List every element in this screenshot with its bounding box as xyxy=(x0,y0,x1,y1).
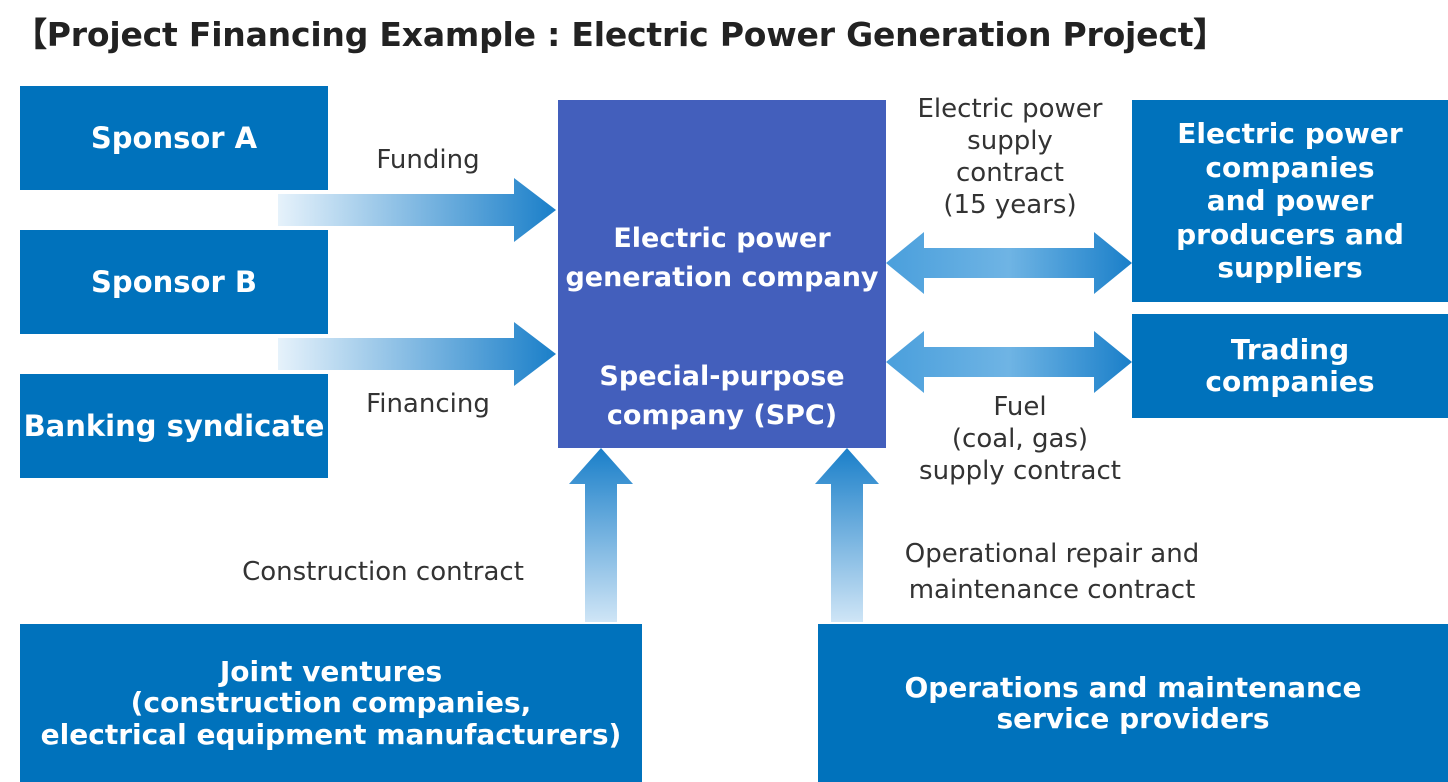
banking-syndicate-label: Banking syndicate xyxy=(23,408,325,443)
power-supply-double-arrow xyxy=(886,232,1132,294)
fuel-supply-contract-label: Fuel (coal, gas) supply contract xyxy=(919,392,1121,486)
sponsor-b-label: Sponsor B xyxy=(91,264,257,299)
trading-companies-box: Trading companies xyxy=(1132,314,1448,418)
om-providers-label: Operations and maintenance service provi… xyxy=(904,670,1362,735)
banking-syndicate-box: Banking syndicate xyxy=(20,374,328,478)
sponsor-b-box: Sponsor B xyxy=(20,230,328,334)
funding-label: Funding xyxy=(376,145,480,175)
spc-special-purpose-label: Special-purpose company (SPC) xyxy=(599,360,845,431)
om-arrow xyxy=(815,448,879,622)
financing-arrow xyxy=(278,322,556,386)
power-companies-label: Electric power companies and power produ… xyxy=(1176,117,1404,285)
spc-box: Electric power generation company Specia… xyxy=(558,100,886,448)
joint-ventures-box: Joint ventures (construction companies, … xyxy=(20,624,642,782)
power-supply-contract-label: Electric power supply contract (15 years… xyxy=(917,94,1103,220)
construction-arrow xyxy=(569,448,633,622)
diagram-title: 【Project Financing Example : Electric Po… xyxy=(14,15,1227,54)
om-contract-label: Operational repair and maintenance contr… xyxy=(904,539,1200,606)
om-providers-box: Operations and maintenance service provi… xyxy=(818,624,1448,782)
power-companies-box: Electric power companies and power produ… xyxy=(1132,100,1448,302)
funding-arrow xyxy=(278,178,556,242)
sponsor-a-label: Sponsor A xyxy=(90,120,258,155)
spc-generation-company-label: Electric power generation company xyxy=(565,223,879,294)
sponsor-a-box: Sponsor A xyxy=(20,86,328,190)
trading-companies-label: Trading companies xyxy=(1205,332,1375,398)
joint-ventures-label: Joint ventures (construction companies, … xyxy=(40,654,622,751)
fuel-supply-double-arrow xyxy=(886,331,1132,393)
construction-contract-label: Construction contract xyxy=(242,557,524,587)
financing-label: Financing xyxy=(366,389,490,419)
